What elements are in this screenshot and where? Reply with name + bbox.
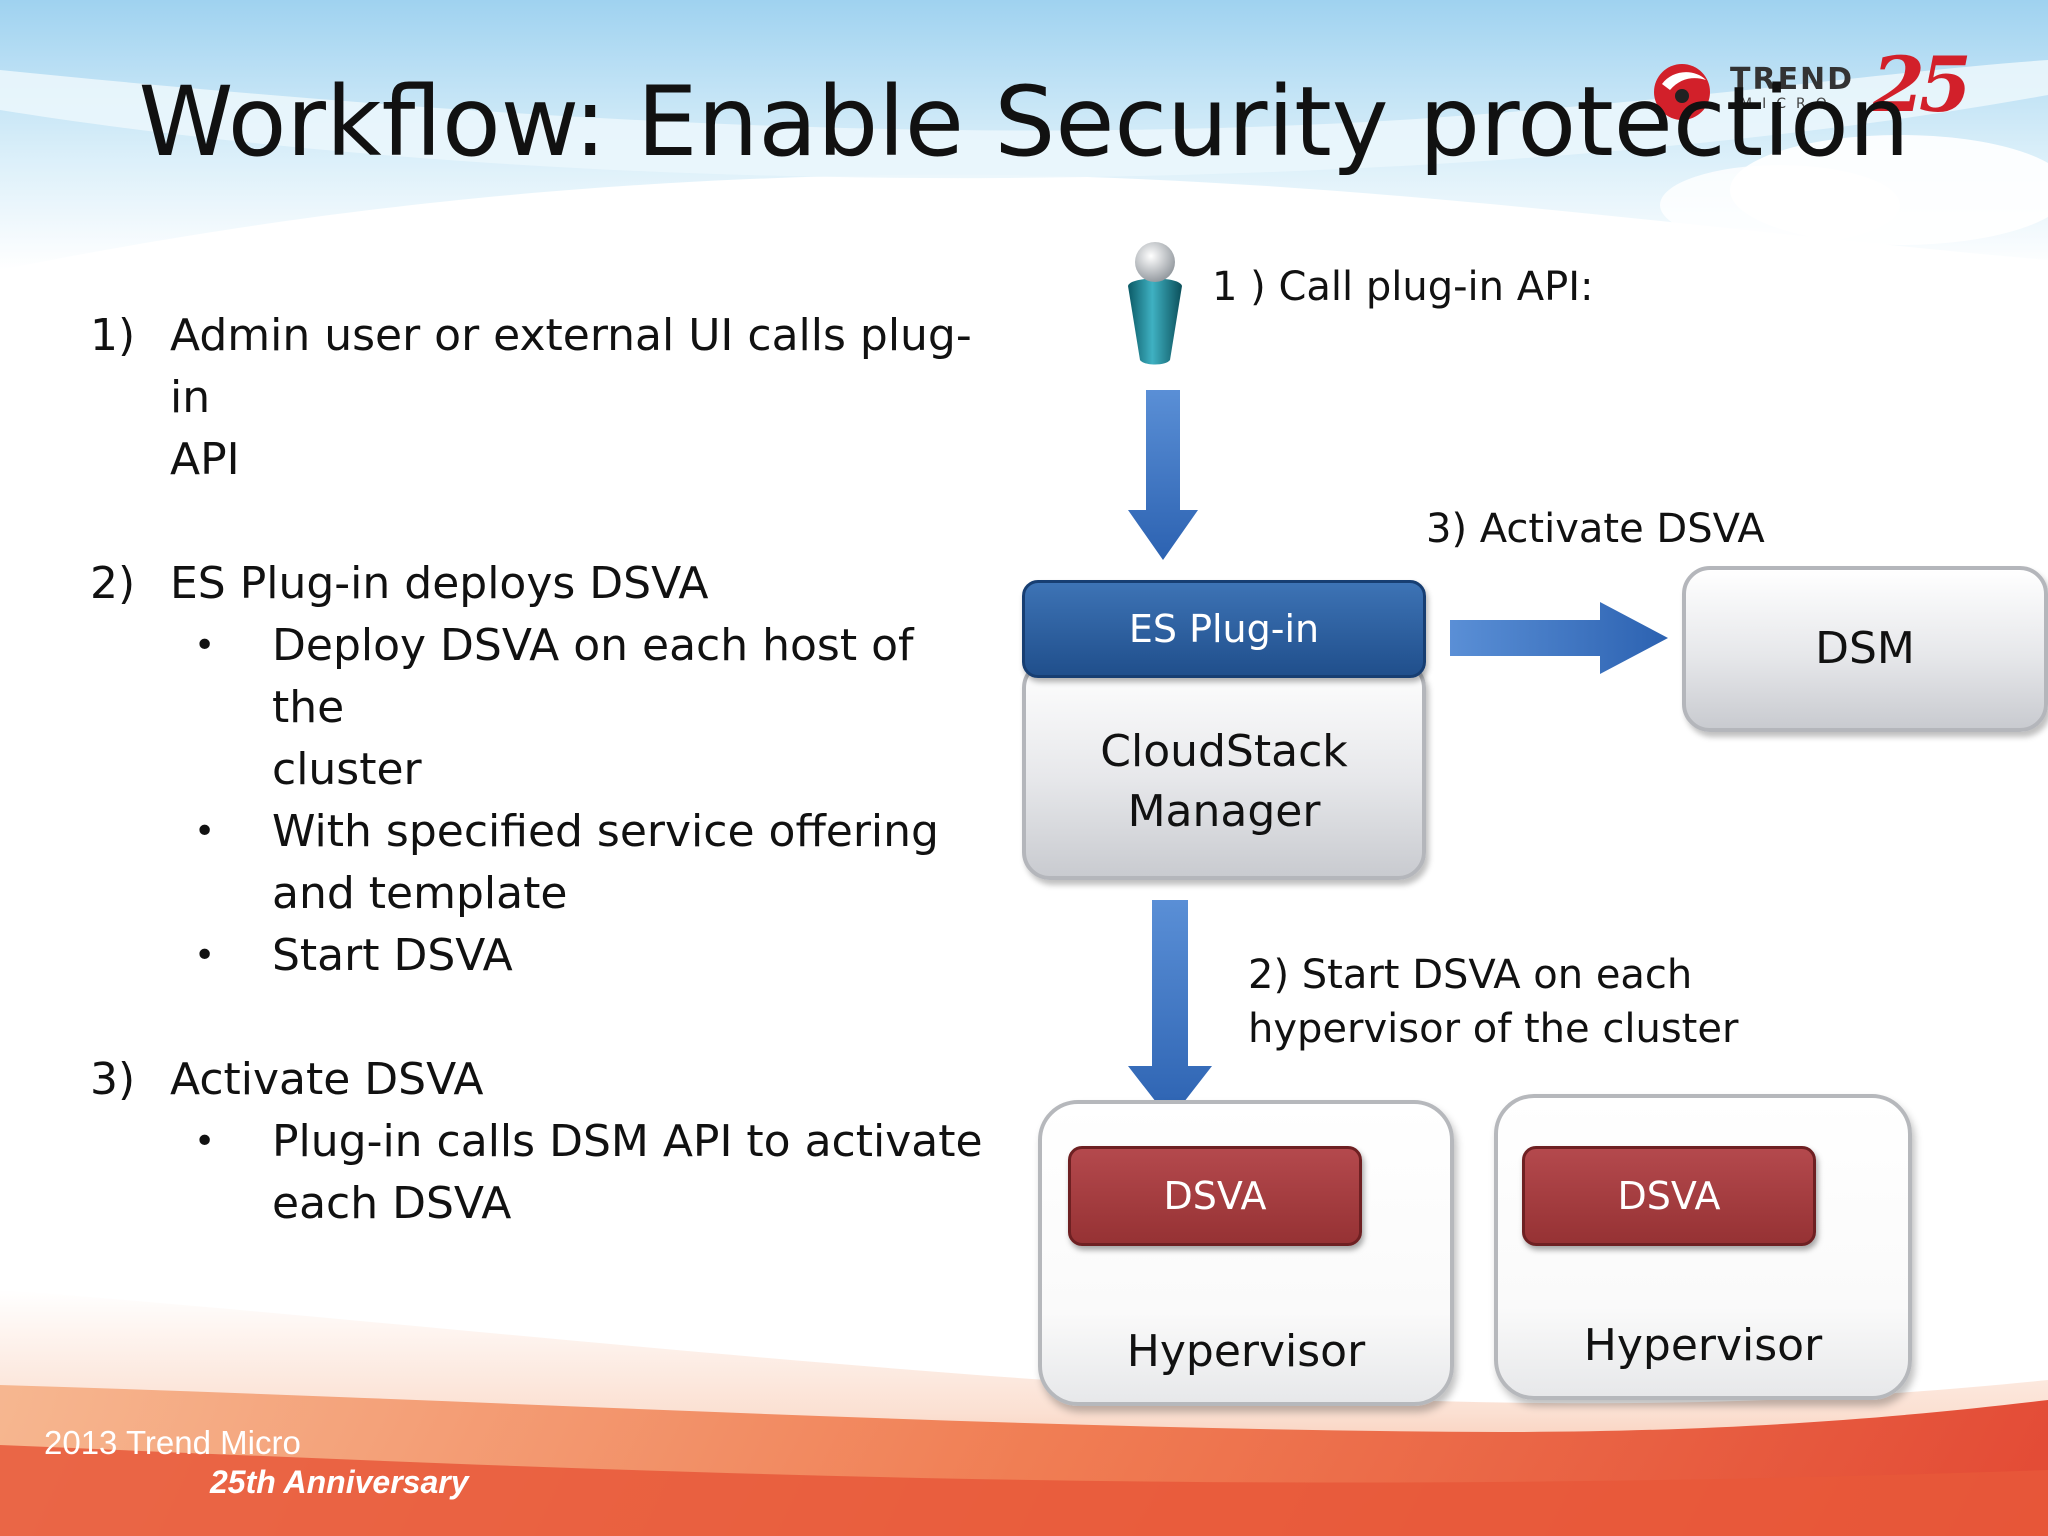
footer-anniversary: 25th Anniversary — [210, 1464, 469, 1500]
cloudstack-manager-line: Manager — [1127, 786, 1321, 837]
dsva-node: DSVA — [1522, 1146, 1816, 1246]
step-2: 2) ES Plug-in deploys DSVA • Deploy DSVA… — [90, 553, 990, 987]
trend-micro-logo — [1654, 64, 1710, 120]
bullet-text-line: and template — [272, 868, 568, 919]
step-1: 1) Admin user or external UI calls plug-… — [90, 305, 990, 491]
bullet-item: • Deploy DSVA on each host of the cluste… — [194, 615, 990, 801]
step-text-line: Admin user or external UI calls plug-in — [170, 310, 972, 423]
step-3: 3) Activate DSVA • Plug-in calls DSM API… — [90, 1049, 990, 1235]
bullet-icon: • — [194, 935, 216, 976]
admin-user-icon — [1128, 242, 1182, 365]
hypervisor-label: Hypervisor — [1126, 1326, 1366, 1377]
bullet-text-line: Start DSVA — [272, 930, 513, 981]
es-plugin-node: ES Plug-in — [1022, 580, 1426, 678]
bullet-text-line: With specified service offering — [272, 806, 939, 857]
bullet-text-line: cluster — [272, 744, 422, 795]
logo-brand-sub: MICRO — [1740, 96, 1837, 112]
dsva-node: DSVA — [1068, 1146, 1362, 1246]
label-call-plugin-api: 1 ) Call plug-in API: — [1212, 264, 1594, 310]
bullet-item: • Start DSVA — [194, 925, 990, 987]
label-start-dsva-line: hypervisor of the cluster — [1248, 1006, 1739, 1052]
step-number: 1) — [90, 310, 136, 361]
workflow-steps: 1) Admin user or external UI calls plug-… — [90, 305, 990, 1235]
bullet-item: • With specified service offering and te… — [194, 801, 990, 925]
bullet-icon: • — [194, 811, 216, 852]
cloudstack-manager-line: CloudStack — [1100, 726, 1348, 777]
slide-title: Workflow: Enable Security protection — [138, 66, 1910, 178]
logo-brand: TREND — [1730, 62, 1855, 97]
dsm-node: DSM — [1682, 566, 2048, 732]
cloudstack-manager-node: CloudStack Manager — [1022, 660, 1426, 880]
arrow-right-icon — [1450, 602, 1668, 674]
step-number: 3) — [90, 1054, 136, 1105]
arrow-down-icon — [1128, 900, 1212, 1120]
step-text-line: Activate DSVA — [170, 1054, 484, 1105]
bullet-icon: • — [194, 625, 216, 666]
footer-copyright: 2013 Trend Micro — [44, 1424, 301, 1461]
hypervisor-node: Hypervisor — [1494, 1094, 1912, 1400]
arrow-down-icon — [1128, 390, 1198, 560]
step-text-line: API — [170, 434, 240, 485]
hypervisor-label: Hypervisor — [1583, 1320, 1823, 1371]
label-activate-dsva: 3) Activate DSVA — [1426, 506, 1765, 552]
bullet-icon: • — [194, 1121, 216, 1162]
step-text-line: ES Plug-in deploys DSVA — [170, 558, 709, 609]
bullet-text-line: each DSVA — [272, 1178, 512, 1229]
bullet-text-line: Deploy DSVA on each host of the — [272, 620, 914, 733]
bullet-item: • Plug-in calls DSM API to activate each… — [194, 1111, 990, 1235]
anniversary-mark: 25 — [1872, 40, 1972, 129]
label-start-dsva: 2) Start DSVA on each hypervisor of the … — [1248, 948, 1738, 1056]
step-number: 2) — [90, 558, 136, 609]
label-start-dsva-line: 2) Start DSVA on each — [1248, 952, 1693, 998]
bullet-text-line: Plug-in calls DSM API to activate — [272, 1116, 983, 1167]
